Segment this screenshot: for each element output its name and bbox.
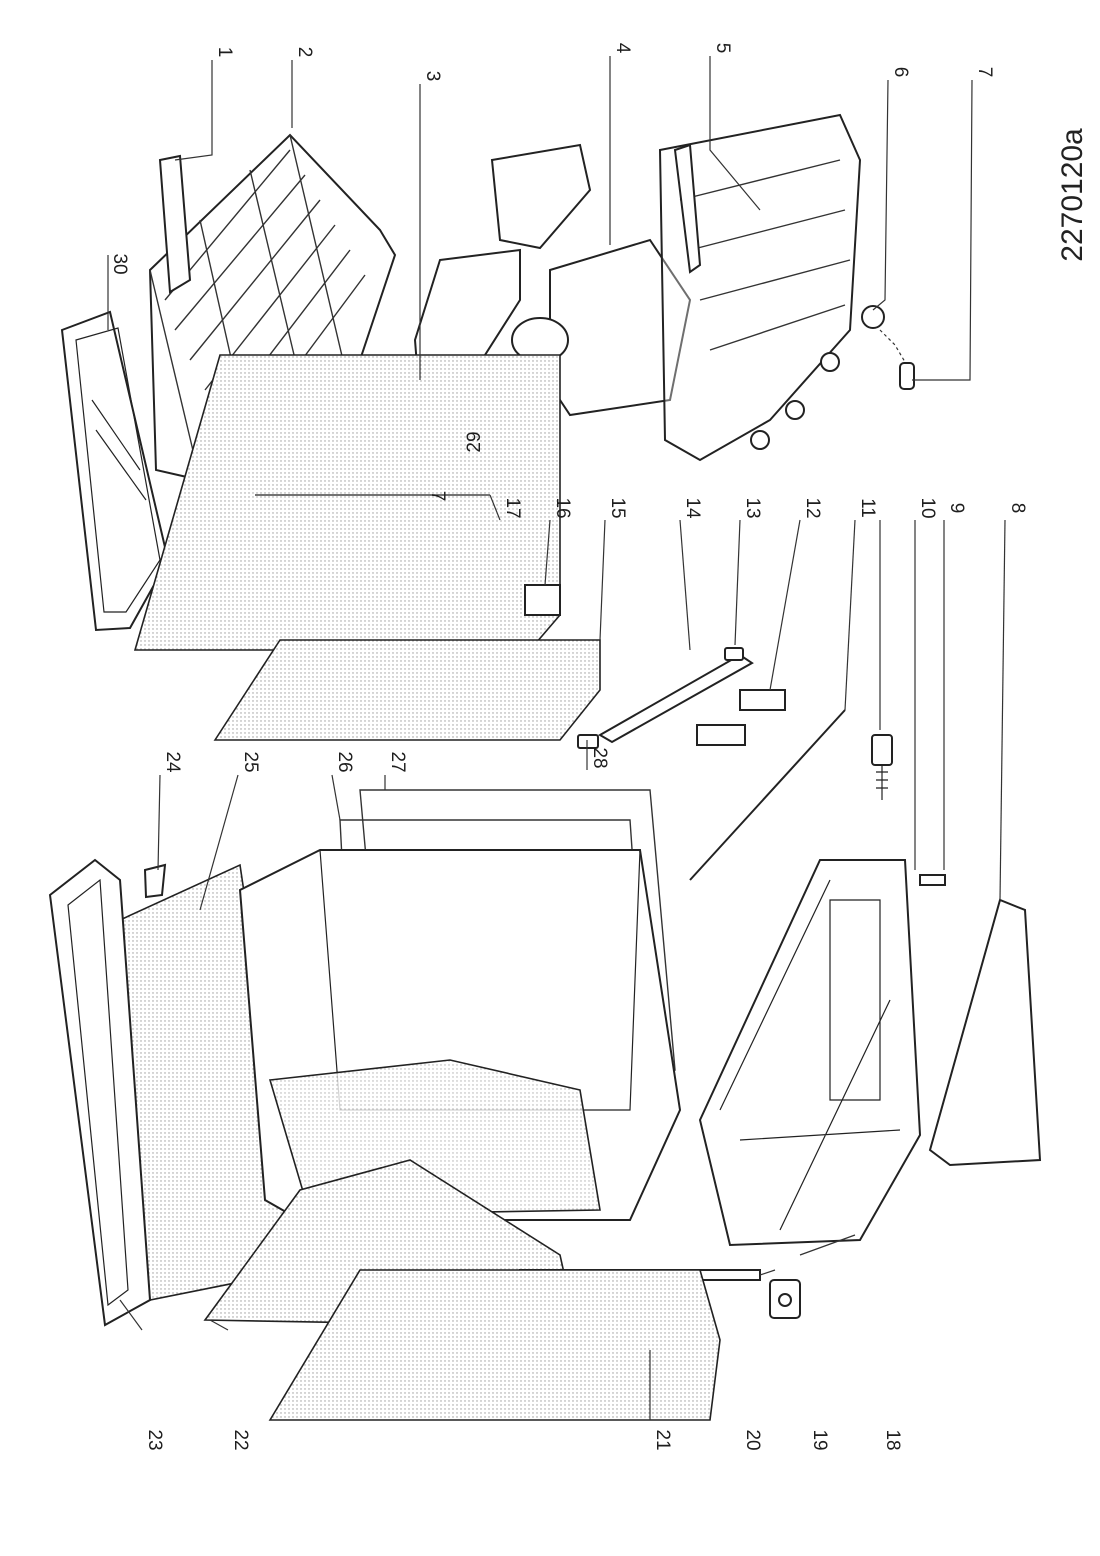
part-19-valve [769, 1279, 801, 1319]
callout-15: 15 [607, 497, 628, 518]
callout-9: 9 [946, 503, 967, 514]
tub-body [238, 849, 682, 1221]
part-16-door-bracket [524, 584, 561, 616]
part-30-filter-grid [60, 310, 170, 632]
callout-6: 6 [890, 67, 911, 78]
callouts: 1 2 3 4 5 6 7 7 29 30 17 16 15 14 13 12 … [109, 43, 1028, 1451]
callout-21: 21 [652, 1429, 673, 1450]
leader-lines [107, 56, 1006, 1420]
callout-17: 17 [502, 497, 523, 518]
callout-20: 20 [742, 1429, 763, 1450]
part-21-side-wall [268, 1269, 721, 1421]
callout-2: 2 [294, 47, 315, 58]
part-5-lower-basket [658, 113, 862, 462]
callout-23: 23 [144, 1429, 165, 1450]
callout-12: 12 [802, 497, 823, 518]
callout-4: 4 [612, 43, 633, 54]
part-6-wheel [861, 305, 885, 329]
part-24-clip [143, 863, 167, 899]
callout-18: 18 [882, 1429, 903, 1450]
part-7b-bush [879, 329, 915, 390]
callout-19: 19 [809, 1429, 830, 1450]
callout-26: 26 [334, 751, 355, 772]
part-11-rod [689, 709, 846, 881]
callout-25: 25 [240, 751, 261, 772]
part-14-door-seal [598, 653, 754, 744]
callout-14: 14 [682, 497, 703, 519]
part-13-clip [724, 647, 744, 661]
callout-8: 8 [1007, 503, 1028, 514]
part-8-base-cover [928, 898, 1042, 1167]
part-9-screw [919, 874, 946, 886]
part-10-foot [871, 734, 893, 800]
callout-16: 16 [552, 497, 573, 518]
callout-29: 29 [464, 431, 485, 452]
callout-1: 1 [214, 47, 235, 58]
part-23-front-handle [48, 858, 152, 1327]
callout-5: 5 [712, 43, 733, 54]
callout-3: 3 [422, 71, 443, 82]
callout-22: 22 [230, 1429, 251, 1450]
callout-24: 24 [162, 751, 183, 773]
part-1-handle [158, 154, 192, 294]
callout-11: 11 [857, 498, 878, 518]
part-12-hinges [696, 689, 786, 746]
callout-7a: 7 [427, 491, 448, 502]
callout-27: 27 [387, 751, 408, 772]
callout-10: 10 [917, 497, 938, 518]
callout-28: 28 [589, 747, 610, 768]
drawing-code: 2270120a [1056, 128, 1089, 262]
part-18-base [698, 859, 922, 1247]
callout-7b: 7 [974, 67, 995, 78]
callout-13: 13 [742, 497, 763, 518]
part-15-door-insulation [213, 639, 601, 741]
part-28-clip [577, 734, 599, 749]
callout-30: 30 [109, 253, 130, 274]
